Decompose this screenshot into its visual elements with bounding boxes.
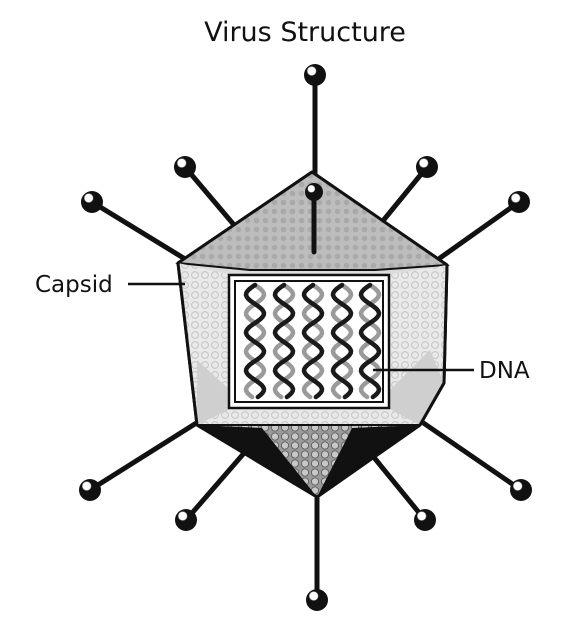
spike-lower-left-outer	[87, 419, 201, 493]
spike-knob	[175, 509, 197, 531]
spike-lower-right-outer	[419, 419, 524, 493]
dna-helix-strand	[358, 282, 382, 400]
spike-knob	[79, 479, 101, 501]
capsid-lower-band	[197, 408, 420, 425]
spike-upper-left-outer	[89, 199, 193, 265]
dna-helix-strand	[272, 282, 296, 400]
spike-knob	[306, 589, 328, 611]
capsid-left-shade	[197, 360, 232, 425]
capsid-label: Capsid	[35, 272, 113, 298]
dna-label: DNA	[479, 358, 530, 384]
spike-knobs	[79, 64, 532, 611]
spike-lower-right-inner	[369, 452, 428, 523]
spike-lower-left-inner	[183, 449, 248, 523]
dna-core	[227, 273, 391, 410]
spike-knob	[510, 479, 532, 501]
dna-helix-strand	[301, 282, 325, 400]
spike-knob	[304, 64, 326, 86]
dna-helix-strand	[330, 282, 354, 400]
spike-knob	[414, 509, 436, 531]
spike-upper-left-inner	[182, 164, 243, 235]
capsid-bottom-center	[262, 428, 352, 497]
spike-knob	[416, 156, 438, 178]
inner-spike	[305, 183, 323, 255]
spikes	[87, 72, 524, 603]
spike-knob	[81, 191, 103, 213]
spike-knob	[508, 191, 530, 213]
capsid-outline-stroke	[176, 170, 449, 499]
spike-upper-right-outer	[437, 199, 522, 261]
spike-knob	[174, 156, 196, 178]
spike-knob	[305, 183, 323, 201]
dna-strands	[243, 282, 382, 400]
dna-helix-strand	[243, 282, 267, 400]
spike-upper-right-inner	[379, 164, 430, 225]
diagram-title: Virus Structure	[204, 17, 406, 48]
